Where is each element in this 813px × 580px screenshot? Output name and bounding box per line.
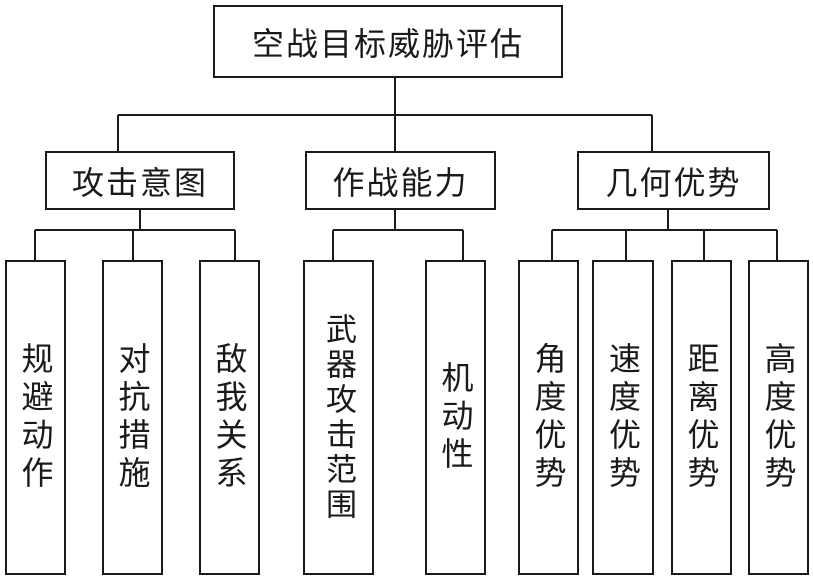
leaf-countermeasures: 对抗措施 [102,260,163,575]
root-node: 空战目标威胁评估 [213,5,563,78]
leaf-weapon-range: 武器攻击范围 [303,260,374,575]
leaf-speed-advantage: 速度优势 [592,260,654,575]
node-combat-capability: 作战能力 [305,151,496,210]
leaf-angle-advantage: 角度优势 [518,260,579,575]
leaf-friend-or-foe: 敌我关系 [199,260,260,575]
leaf-maneuverability: 机动性 [425,260,486,575]
leaf-evasive-maneuver: 规避动作 [5,260,66,575]
node-geometric-advantage: 几何优势 [577,151,770,210]
leaf-altitude-advantage: 高度优势 [748,260,809,575]
leaf-distance-advantage: 距离优势 [671,260,732,575]
node-attack-intent: 攻击意图 [45,151,235,210]
